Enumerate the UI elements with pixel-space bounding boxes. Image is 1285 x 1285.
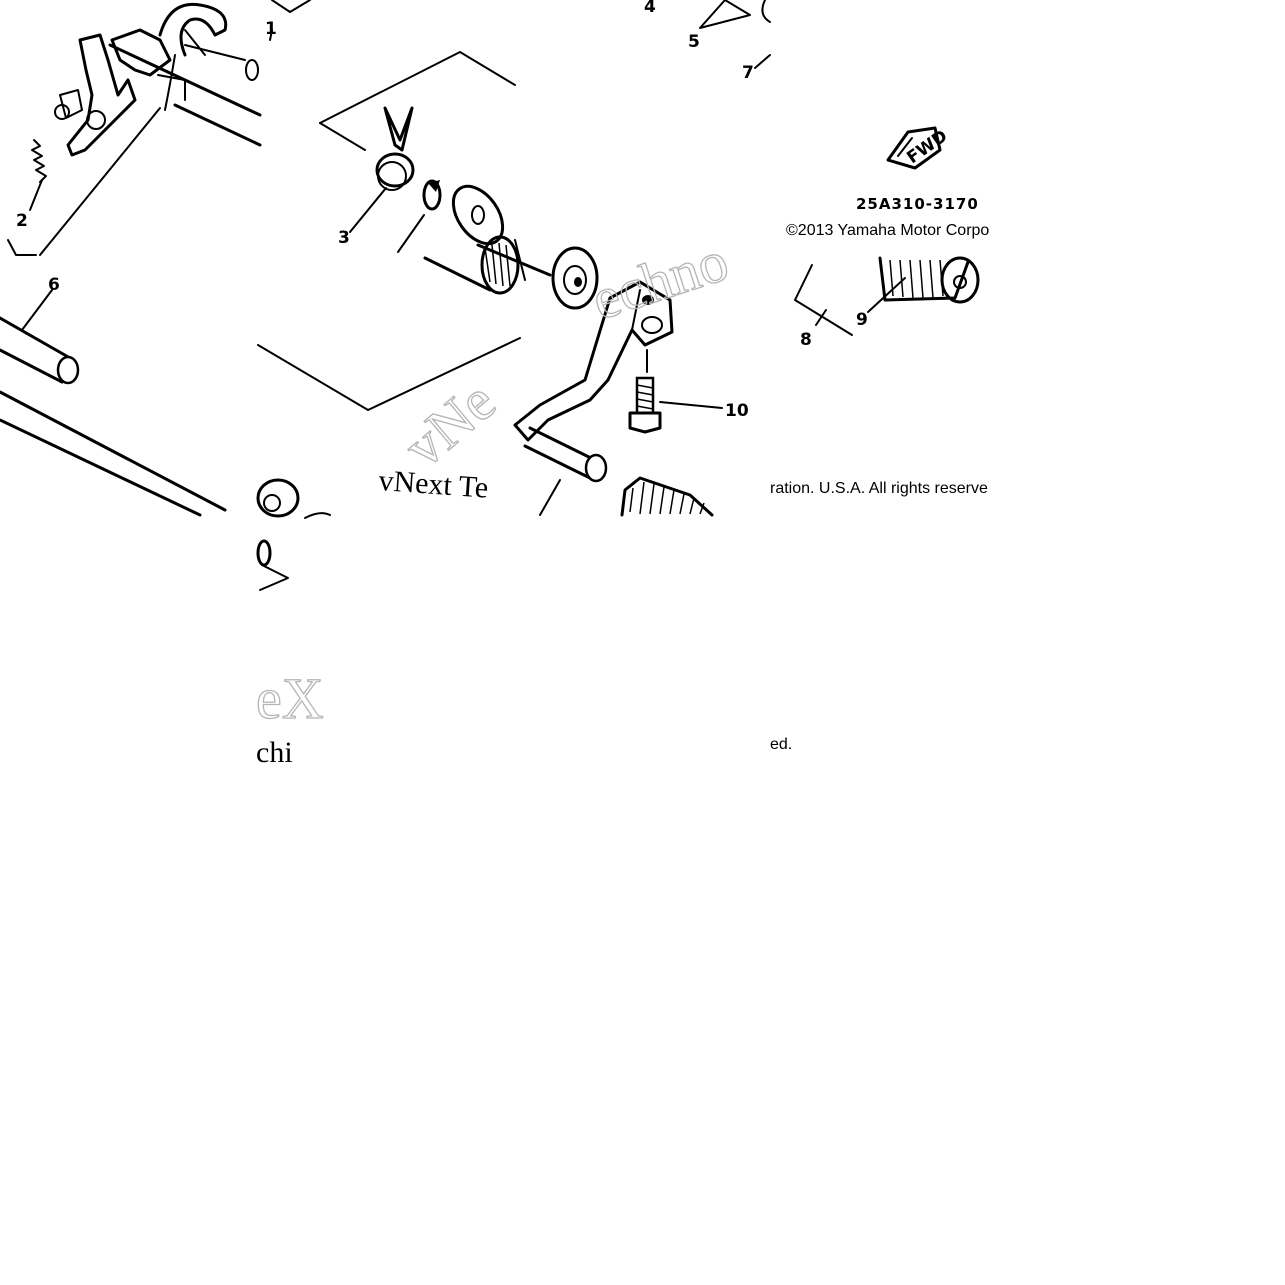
- watermark-outline-text-3: eX: [256, 666, 324, 731]
- watermark-outline: vNe echno eX: [255, 227, 736, 732]
- watermark-outline-text: vNe: [392, 368, 508, 480]
- fwd-arrow-icon: [886, 126, 942, 170]
- footpeg-assembly: [699, 0, 980, 336]
- copyright-text-3: ed.: [770, 736, 792, 753]
- part-label-4: 4: [644, 0, 656, 17]
- part-label-5: 5: [688, 32, 700, 52]
- shift-fork-assembly: [7, 0, 311, 256]
- watermark-text-2: chi: [256, 736, 293, 769]
- shift-rod: [0, 390, 227, 517]
- part-label-10: 10: [725, 401, 749, 421]
- part-label-9: 9: [856, 310, 868, 330]
- part-label-8: 8: [800, 330, 812, 350]
- copyright-text-1: ©2013 Yamaha Motor Corpo: [786, 222, 989, 239]
- part-label-6: 6: [48, 275, 60, 295]
- watermark-outline-text-2: echno: [584, 228, 736, 333]
- lever-assembly: [256, 51, 723, 591]
- pin-part-6: [0, 289, 80, 385]
- drawing-code: 25A310-3170: [856, 195, 979, 213]
- part-number-labels: 1 2 3 4 5 6 7 8 9 10: [16, 0, 868, 421]
- part-label-3: 3: [338, 228, 350, 248]
- watermark-text-1: vNext Te: [378, 464, 490, 505]
- part-label-7: 7: [742, 63, 754, 83]
- part-label-2: 2: [16, 211, 28, 231]
- part-label-1: 1: [265, 19, 277, 39]
- copyright-text-2: ration. U.S.A. All rights reserve: [770, 480, 988, 497]
